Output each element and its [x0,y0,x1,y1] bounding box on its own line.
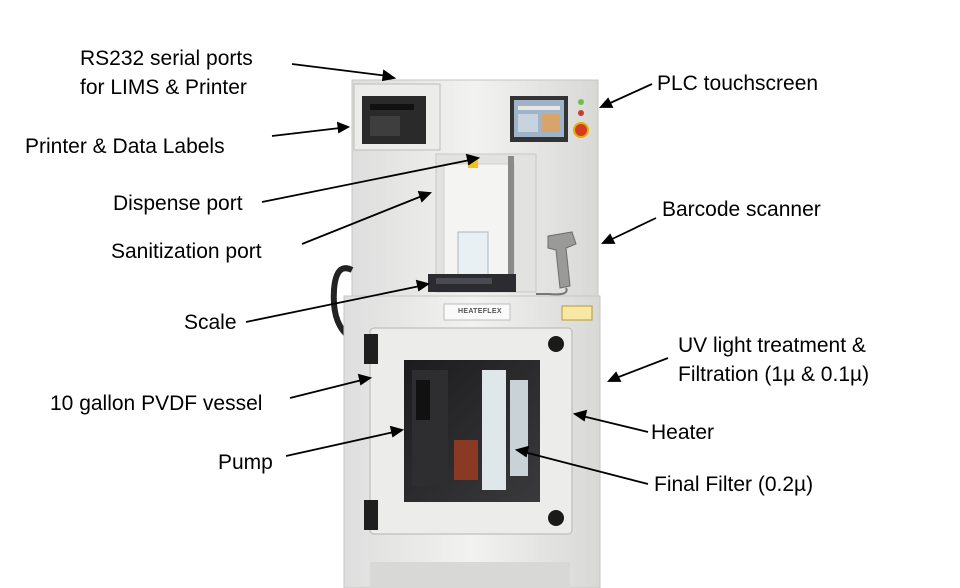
label-printer: Printer & Data Labels [25,135,225,158]
label-sanitization-port: Sanitization port [111,240,262,263]
uv-filter-housing [482,370,506,490]
warning-label [468,158,478,168]
beaker [457,231,489,277]
label-plc-touchscreen: PLC touchscreen [657,72,819,95]
power-cable [330,265,354,337]
label-rs232: RS232 serial ports for LIMS & Printer [80,47,253,99]
arrow-pump [285,431,395,457]
hinge-bottom [364,500,378,530]
arrow-dispense [261,159,471,203]
label-vessel: 10 gallon PVDF vessel [50,392,263,415]
arrow-printer [271,127,341,137]
door-knob-bottom [548,510,564,526]
sanitization-tube [508,156,514,290]
logo-plate [443,303,511,321]
arrow-barcode [609,217,657,241]
warning-sticker [561,305,593,321]
final-filter [510,380,528,476]
arrow-sanitization [301,195,423,245]
arrow-plc [607,83,653,105]
label-heater: Heater [651,421,715,444]
arrow-scale [245,285,421,323]
arrow-vessel [289,379,363,399]
cabinet-base [370,562,570,588]
label-barcode-scanner: Barcode scanner [662,198,821,221]
label-final-filter: Final Filter (0.2µ) [654,473,814,496]
door-knob-top [548,336,564,352]
arrow-uv [615,357,669,379]
label-pump: Pump [218,451,273,474]
status-light-red [578,110,584,116]
brand-logo: HEATEFLEX [458,308,502,315]
arrow-rs232 [291,63,389,77]
barcode-scanner [547,231,577,289]
label-dispense-port: Dispense port [113,192,243,215]
emergency-stop [573,122,589,138]
status-light-green [578,99,584,105]
leader-lines [245,63,669,485]
label-uv-filtration: UV light treatment & Filtration (1µ & 0.… [678,334,870,386]
hinge-top [364,334,378,364]
arrow-heater [581,415,649,433]
label-scale: Scale [184,311,237,334]
arrow-final-filter [523,451,649,485]
